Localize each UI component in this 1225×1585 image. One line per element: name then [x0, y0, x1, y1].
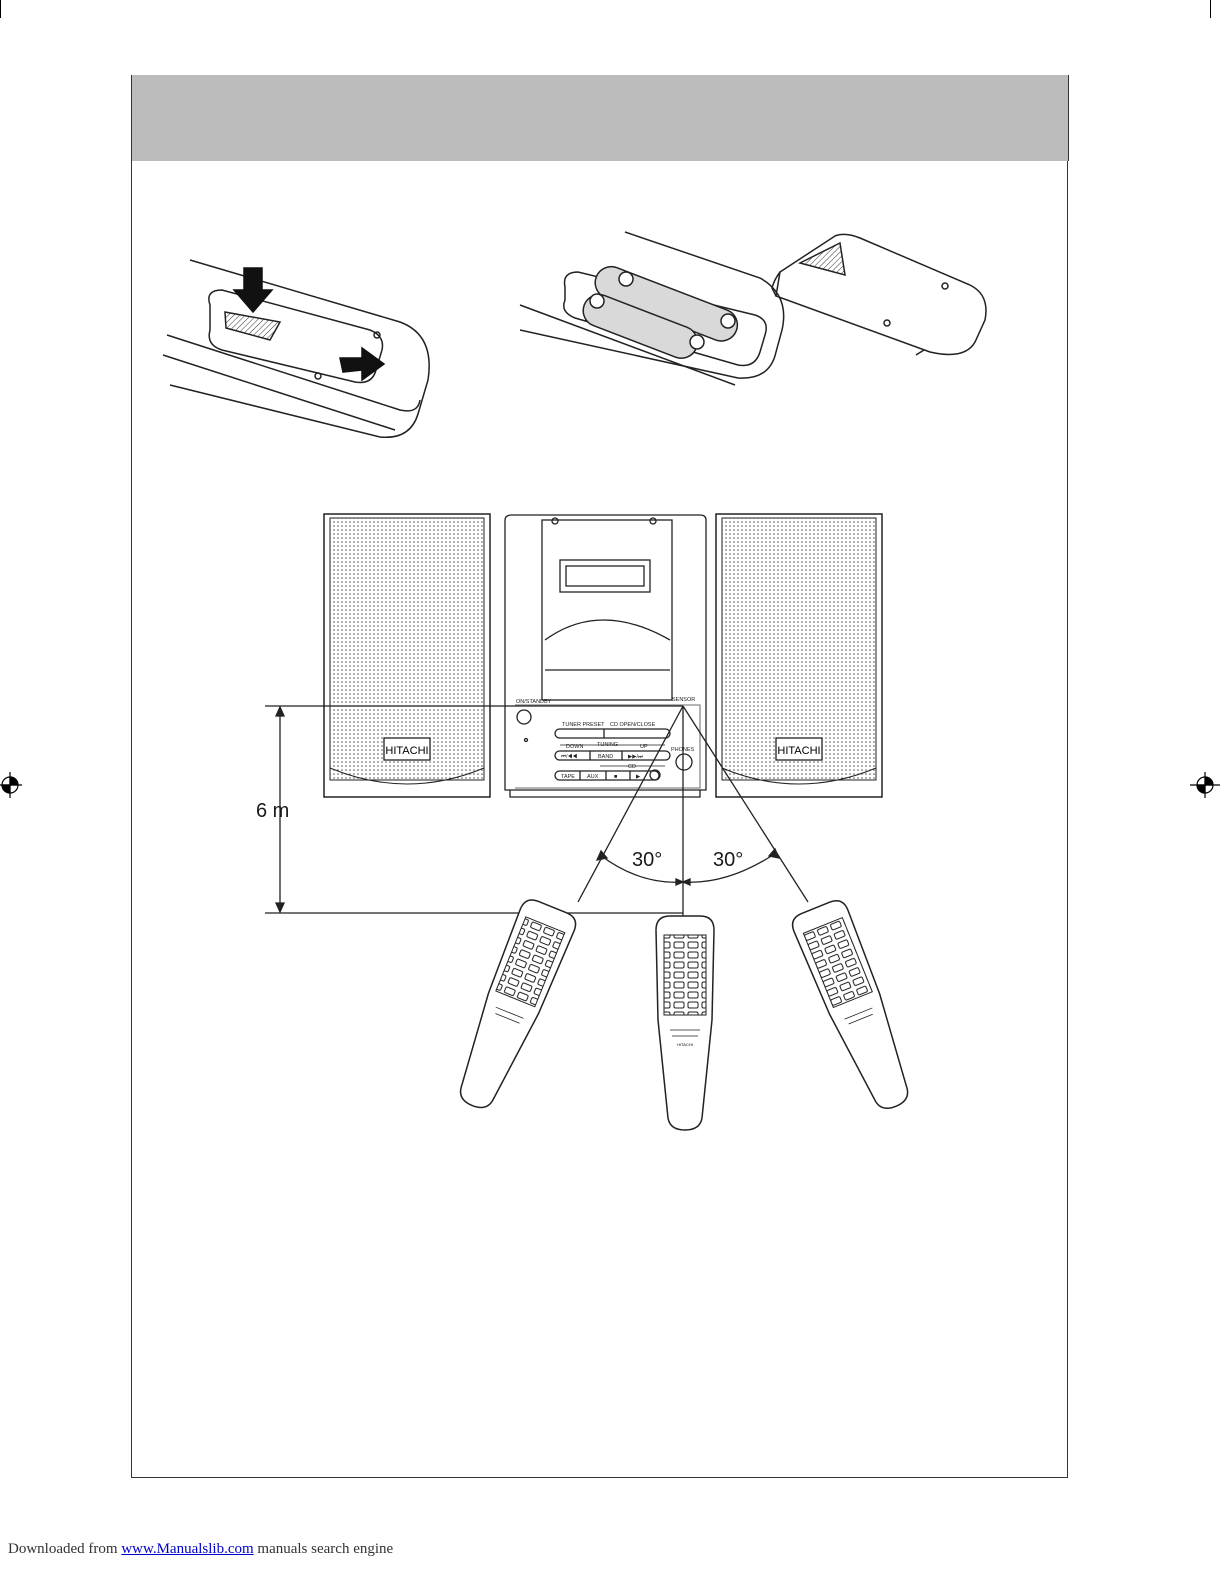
tuning-up-label: UP: [640, 744, 648, 750]
next-button-symbol: ▶▶/⏭: [628, 754, 643, 760]
speaker-brand-left: HITACHI: [385, 745, 428, 757]
remote-control-right: [789, 897, 923, 1117]
speaker-brand-right: HITACHI: [777, 745, 820, 757]
cd-label: CD: [628, 764, 636, 770]
remote-cover-removal-illustration: [163, 260, 429, 437]
battery-cover-illustration: [772, 234, 986, 355]
footer-prefix: Downloaded from: [8, 1541, 118, 1557]
tuner-preset-label: TUNER PRESET: [562, 722, 605, 728]
remote-brand-center: HITACHI: [677, 1042, 693, 1047]
band-label: BAND: [598, 754, 613, 760]
angle-right-label: 30°: [713, 849, 743, 871]
prev-button-symbol: ⏮/◀◀: [561, 753, 577, 760]
play-symbol: ▶: [636, 774, 641, 780]
arrow-slide-icon: [340, 348, 384, 380]
registration-mark-right-icon: [1190, 772, 1220, 798]
tape-label: TAPE: [561, 774, 575, 780]
distance-label: 6 m: [256, 800, 289, 822]
stop-symbol: ■: [614, 774, 617, 780]
remote-control-center: HITACHI: [656, 916, 714, 1130]
cd-open-close-label: CD OPEN/CLOSE: [610, 722, 656, 728]
battery-compartment-illustration: [520, 232, 784, 385]
angle-left-label: 30°: [632, 849, 662, 871]
footer-suffix: manuals search engine: [254, 1541, 394, 1557]
registration-mark-left-icon: [0, 772, 22, 798]
sensor-label: SENSOR: [672, 697, 695, 703]
remote-control-left: [445, 896, 579, 1116]
manualslib-link[interactable]: www.Manualslib.com: [121, 1541, 253, 1557]
tuning-down-label: DOWN: [566, 744, 583, 750]
footer: Downloaded from www.Manualslib.com manua…: [8, 1541, 393, 1558]
standby-label: ON/STANDBY: [516, 699, 552, 705]
tuning-label: TUNING: [597, 742, 618, 748]
aux-label: AUX: [587, 774, 599, 780]
